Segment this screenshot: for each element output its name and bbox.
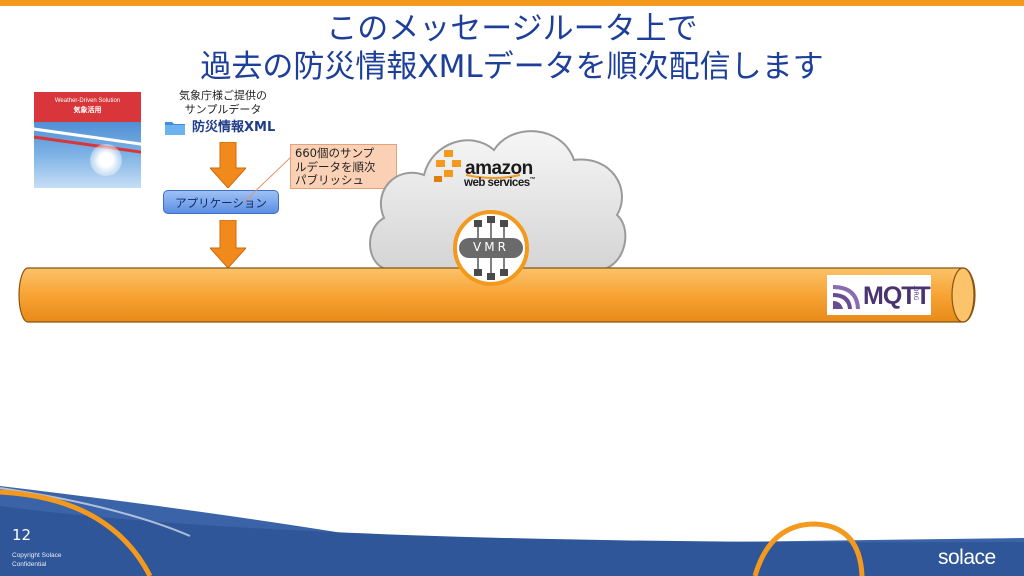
slide-title: このメッセージルータ上で 過去の防災情報XMLデータを順次配信します [0,10,1024,86]
aws-brand: amazon [465,158,533,179]
vmr-router-icon [453,210,529,286]
caption-line-2: サンプルデータ [184,103,262,116]
thumbnail-title: 気象活用 [73,106,102,114]
down-arrow-icon [210,142,246,188]
caption-line-1: 気象庁様ご提供の [179,89,267,102]
down-arrow-icon [210,220,246,268]
title-line-2: 過去の防災情報XMLデータを順次配信します [200,49,824,85]
folder-icon [165,122,185,135]
footer-band [0,486,1024,576]
title-line-1: このメッセージルータ上で [326,11,698,47]
mqtt-word: MQTT [863,282,931,310]
thumbnail-header: Weather-Driven Solution 気象活用 [34,92,141,122]
mqtt-waves-icon [833,285,860,309]
callout-line-1: 660個のサンプ [295,146,375,160]
page-number: 12 [12,526,32,544]
sun-icon [90,144,122,176]
aws-web-services: web services [464,177,530,189]
copyright-line-1: Copyright Solace [12,552,62,559]
trademark: ™ [529,177,536,183]
thumbnail-subtitle: Weather-Driven Solution [54,98,121,104]
folder-label: 防災情報XML [192,120,276,135]
weather-solution-thumbnail: Weather-Driven Solution 気象活用 [34,92,141,188]
vmr-label: VMR [473,240,509,254]
top-accent-bar [0,0,1024,6]
publish-callout: 660個のサンプ ルデータを順次 パブリッシュ [290,144,397,189]
message-bus-pipe [18,267,976,323]
aws-smile-icon [466,174,521,179]
aws-cubes-icon [434,150,461,182]
aws-brand-sub: web services™ [464,177,536,189]
copyright-line-2: Confidential [12,560,47,568]
application-box: アプリケーション [163,190,279,214]
cloud-shape [369,130,627,271]
aws-logo: amazon web services™ [434,148,536,189]
solace-logo: solace [938,546,996,569]
copyright: Copyright Solace Confidential [12,552,62,569]
callout-line-2: ルデータを順次 [295,159,376,174]
sky-image [34,122,141,188]
mqtt-org: .ORG [912,285,919,301]
source-caption: 気象庁様ご提供の サンプルデータ [168,89,278,117]
callout-line-3: パブリッシュ [295,173,364,187]
mqtt-logo: MQTT .ORG [827,275,931,315]
